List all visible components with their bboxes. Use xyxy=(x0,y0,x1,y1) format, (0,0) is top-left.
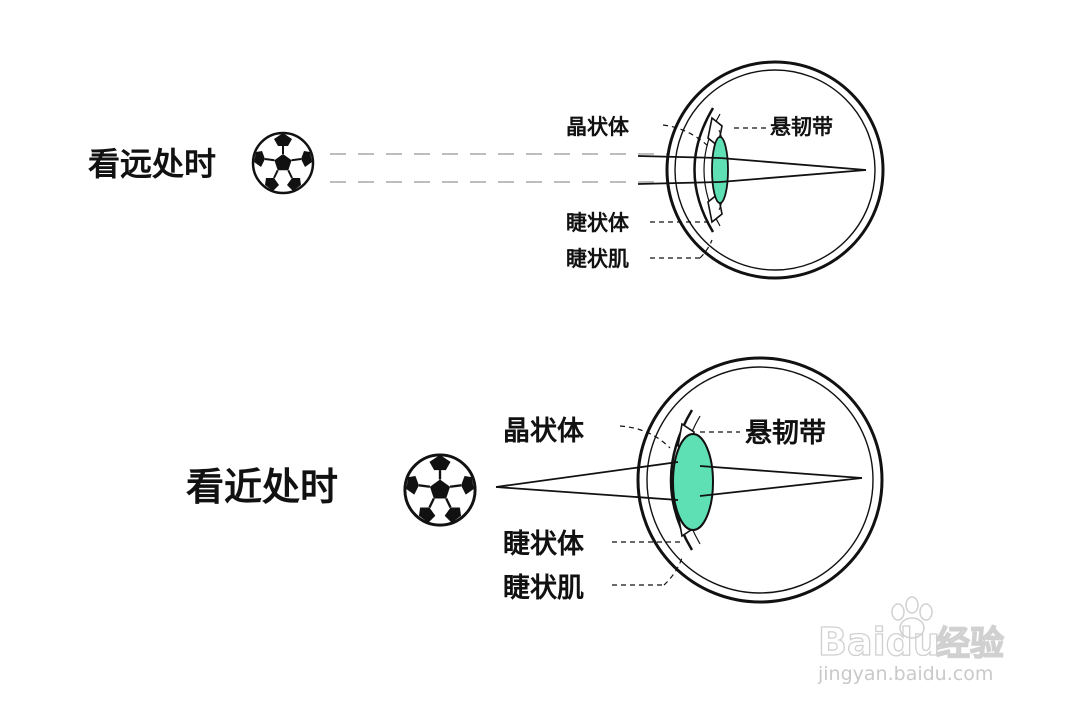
soccer-ball-icon xyxy=(251,131,315,195)
lens-thin xyxy=(711,136,729,204)
near-vision-diagram: 看近处时 晶状体 悬韧 xyxy=(186,356,884,604)
label-lens-near: 晶状体 xyxy=(503,416,585,447)
far-vision-diagram: 看远处时 xyxy=(88,60,885,280)
near-focus-rays xyxy=(495,461,863,501)
baidu-paw-logo xyxy=(891,596,933,639)
baidu-watermark: Baidu 经验 jingyan.baidu.com xyxy=(817,596,1005,685)
label-zonule-near: 悬韧带 xyxy=(745,418,826,449)
lens-thick xyxy=(672,433,714,531)
near-vision-title: 看近处时 xyxy=(186,465,338,509)
label-ciliary-muscle-far: 睫状肌 xyxy=(566,247,629,271)
watermark-suffix: 经验 xyxy=(936,624,1004,664)
label-ciliary-muscle-near: 睫状肌 xyxy=(503,573,584,604)
label-ciliary-body-near: 睫状体 xyxy=(503,529,585,560)
near-label-leaders xyxy=(612,425,740,586)
far-focus-rays xyxy=(637,155,867,185)
far-label-leaders xyxy=(650,124,768,259)
eye-cross-section xyxy=(665,60,885,280)
label-lens-far: 晶状体 xyxy=(566,115,630,139)
far-vision-title: 看远处时 xyxy=(88,145,216,183)
soccer-ball-icon xyxy=(403,453,477,527)
watermark-brand: Baidu xyxy=(818,620,940,664)
label-zonule-far: 悬韧带 xyxy=(770,115,833,139)
label-ciliary-body-far: 睫状体 xyxy=(566,211,630,235)
watermark-url: jingyan.baidu.com xyxy=(817,663,993,685)
far-light-rays xyxy=(330,153,700,183)
